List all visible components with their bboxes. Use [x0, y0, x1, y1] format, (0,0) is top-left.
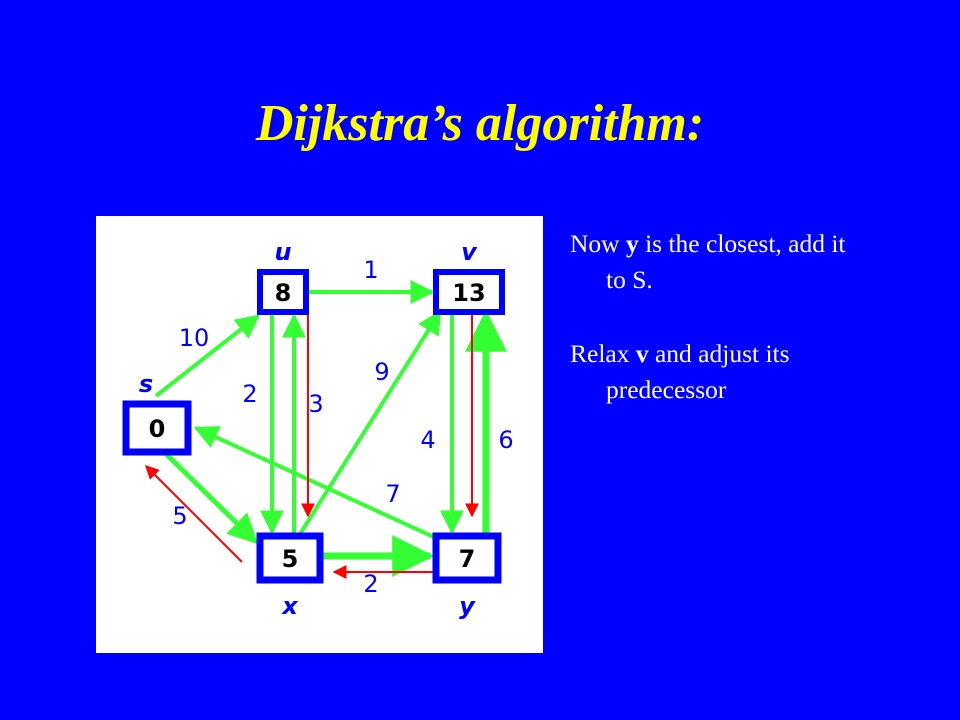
- node-s: 0 s: [122, 370, 192, 456]
- pred-arrow-x-s: [145, 465, 243, 563]
- edge-s-x: [156, 444, 259, 545]
- bullet-item: Now y is the closest, add it to S.: [570, 226, 870, 298]
- node-label: u: [274, 238, 291, 266]
- node-v: 13 v: [433, 238, 505, 315]
- node-distance: 0: [149, 415, 166, 443]
- node-label: v: [461, 238, 478, 266]
- graph-figure: 10 5 1 2 3 9 2 7 4 6 0 s 8 u 13 v: [96, 216, 543, 653]
- weight-label: 2: [242, 380, 257, 408]
- graph-diagram: 10 5 1 2 3 9 2 7 4 6 0 s 8 u 13 v: [122, 238, 514, 620]
- node-label: s: [139, 370, 153, 398]
- node-label: y: [459, 592, 476, 620]
- bullet-emphasis: v: [635, 339, 649, 368]
- weight-label: 9: [374, 358, 389, 386]
- weight-label: 4: [420, 426, 435, 454]
- weight-label: 6: [498, 426, 513, 454]
- node-y: 7 y: [432, 532, 502, 620]
- bullet-item: Relax v and adjust its predecessor: [570, 336, 870, 408]
- node-distance: 5: [282, 545, 299, 573]
- weight-label: 7: [385, 480, 400, 508]
- weight-label: 3: [308, 390, 323, 418]
- weight-label: 10: [179, 324, 210, 352]
- weight-label: 1: [363, 256, 378, 284]
- edge-y-s: [193, 426, 437, 540]
- bullet-emphasis: y: [625, 229, 639, 258]
- bullet-list: Now y is the closest, add it to S. Relax…: [570, 226, 870, 446]
- node-distance: 8: [275, 279, 292, 307]
- node-u: 8 u: [257, 238, 309, 315]
- node-distance: 13: [452, 279, 485, 307]
- weight-label: 2: [363, 570, 378, 598]
- bullet-text: Now: [570, 229, 626, 258]
- bullet-text: Relax: [570, 339, 636, 368]
- edge-x-v: [298, 309, 442, 536]
- node-label: x: [281, 592, 299, 620]
- edge-s-u: [154, 314, 260, 398]
- slide-title: Dijkstra’s algorithm:: [255, 95, 705, 152]
- bullet-text: is the closest, add it to S.: [606, 229, 846, 294]
- node-distance: 7: [459, 545, 476, 573]
- weight-label: 5: [172, 502, 187, 530]
- node-x: 5 x: [256, 532, 324, 620]
- bullet-text: and adjust its predecessor: [606, 339, 790, 404]
